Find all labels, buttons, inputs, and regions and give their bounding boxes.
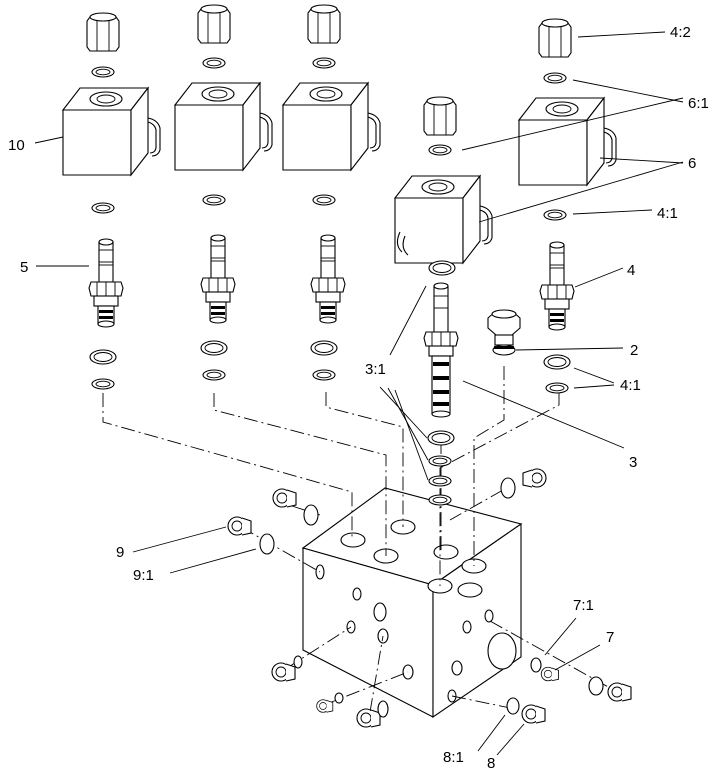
callout-7: 7 [606, 629, 614, 646]
callout-8: 8 [487, 755, 495, 772]
callout-4-1-top: 4:1 [657, 205, 678, 222]
callout-4-1-bottom: 4:1 [620, 377, 641, 394]
callout-6-1: 6:1 [688, 95, 709, 112]
relief-plug-2 [487, 309, 521, 356]
callout-9: 9 [116, 544, 124, 561]
manifold-block [301, 487, 523, 719]
callout-10: 10 [8, 137, 25, 154]
callout-8-1: 8:1 [443, 749, 464, 766]
callout-labels: 4:2 6:1 10 6 4:1 5 4 2 3:1 4:1 3 9 9:1 7… [8, 24, 709, 772]
callout-3: 3 [629, 454, 637, 471]
callout-9-1: 9:1 [133, 567, 154, 584]
leader-lines [34, 31, 684, 756]
valve-column-3 [282, 4, 381, 381]
callout-2: 2 [630, 342, 638, 359]
callout-5: 5 [20, 259, 28, 276]
valve-column-1 [62, 12, 161, 390]
callout-4: 4 [627, 262, 635, 279]
port-plugs [227, 468, 632, 728]
callout-7-1: 7:1 [573, 597, 594, 614]
valve-column-2 [174, 4, 273, 381]
valve-assembly-3 [394, 96, 493, 506]
callout-6: 6 [688, 155, 696, 172]
callout-3-1: 3:1 [365, 361, 386, 378]
callout-4-2: 4:2 [670, 24, 691, 41]
